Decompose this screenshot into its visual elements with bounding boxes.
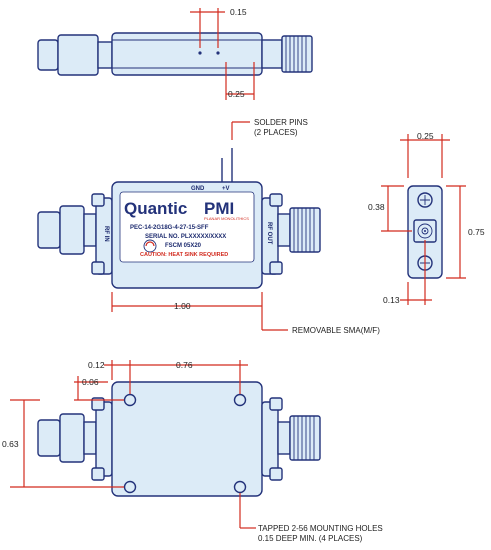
dim-0.63: 0.63 (2, 439, 19, 449)
dim-0.38: 0.38 (368, 202, 385, 212)
dim-0.15: 0.15 (230, 7, 247, 17)
dim-0.25-top: 0.25 (228, 89, 245, 99)
dim-0.76: 0.76 (176, 360, 193, 370)
serial-number: SERIAL NO. PLXXXXX/XXXX (145, 234, 226, 240)
vplus-label: +V (222, 186, 230, 192)
top-view (37, 8, 313, 100)
dim-0.25-end: 0.25 (417, 131, 434, 141)
solder-pins-note: SOLDER PINS (254, 118, 308, 127)
dim-0.13: 0.13 (383, 295, 400, 305)
brand-quantic: Quantic (124, 199, 187, 218)
dim-0.12: 0.12 (88, 360, 105, 370)
brand-pmi: PMI (204, 199, 234, 218)
rf-out-label: RF OUT (266, 222, 272, 245)
front-view (37, 121, 321, 331)
fscm-code: FSCM 05X20 (165, 243, 202, 249)
model-number: PEC-14-2G18G-4-27-15-SFF (130, 225, 209, 231)
end-view (381, 134, 466, 305)
dim-1.00: 1.00 (174, 301, 191, 311)
caution-text: CAUTION: HEAT SINK REQUIRED (140, 252, 228, 258)
removable-sma-note: REMOVABLE SMA(M/F) (292, 326, 380, 335)
gnd-label: GND (191, 186, 205, 192)
tapped-holes-note: TAPPED 2-56 MOUNTING HOLES (258, 524, 383, 533)
bottom-view (10, 360, 321, 529)
tapped-holes-depth: 0.15 DEEP MIN. (4 PLACES) (258, 534, 363, 543)
dim-0.06: 0.06 (82, 377, 99, 387)
rf-in-label: RF IN (103, 226, 109, 242)
brand-subtitle: PLANAR MONOLITHICS (204, 216, 249, 221)
solder-pins-count: (2 PLACES) (254, 128, 298, 137)
dim-0.75: 0.75 (468, 227, 485, 237)
